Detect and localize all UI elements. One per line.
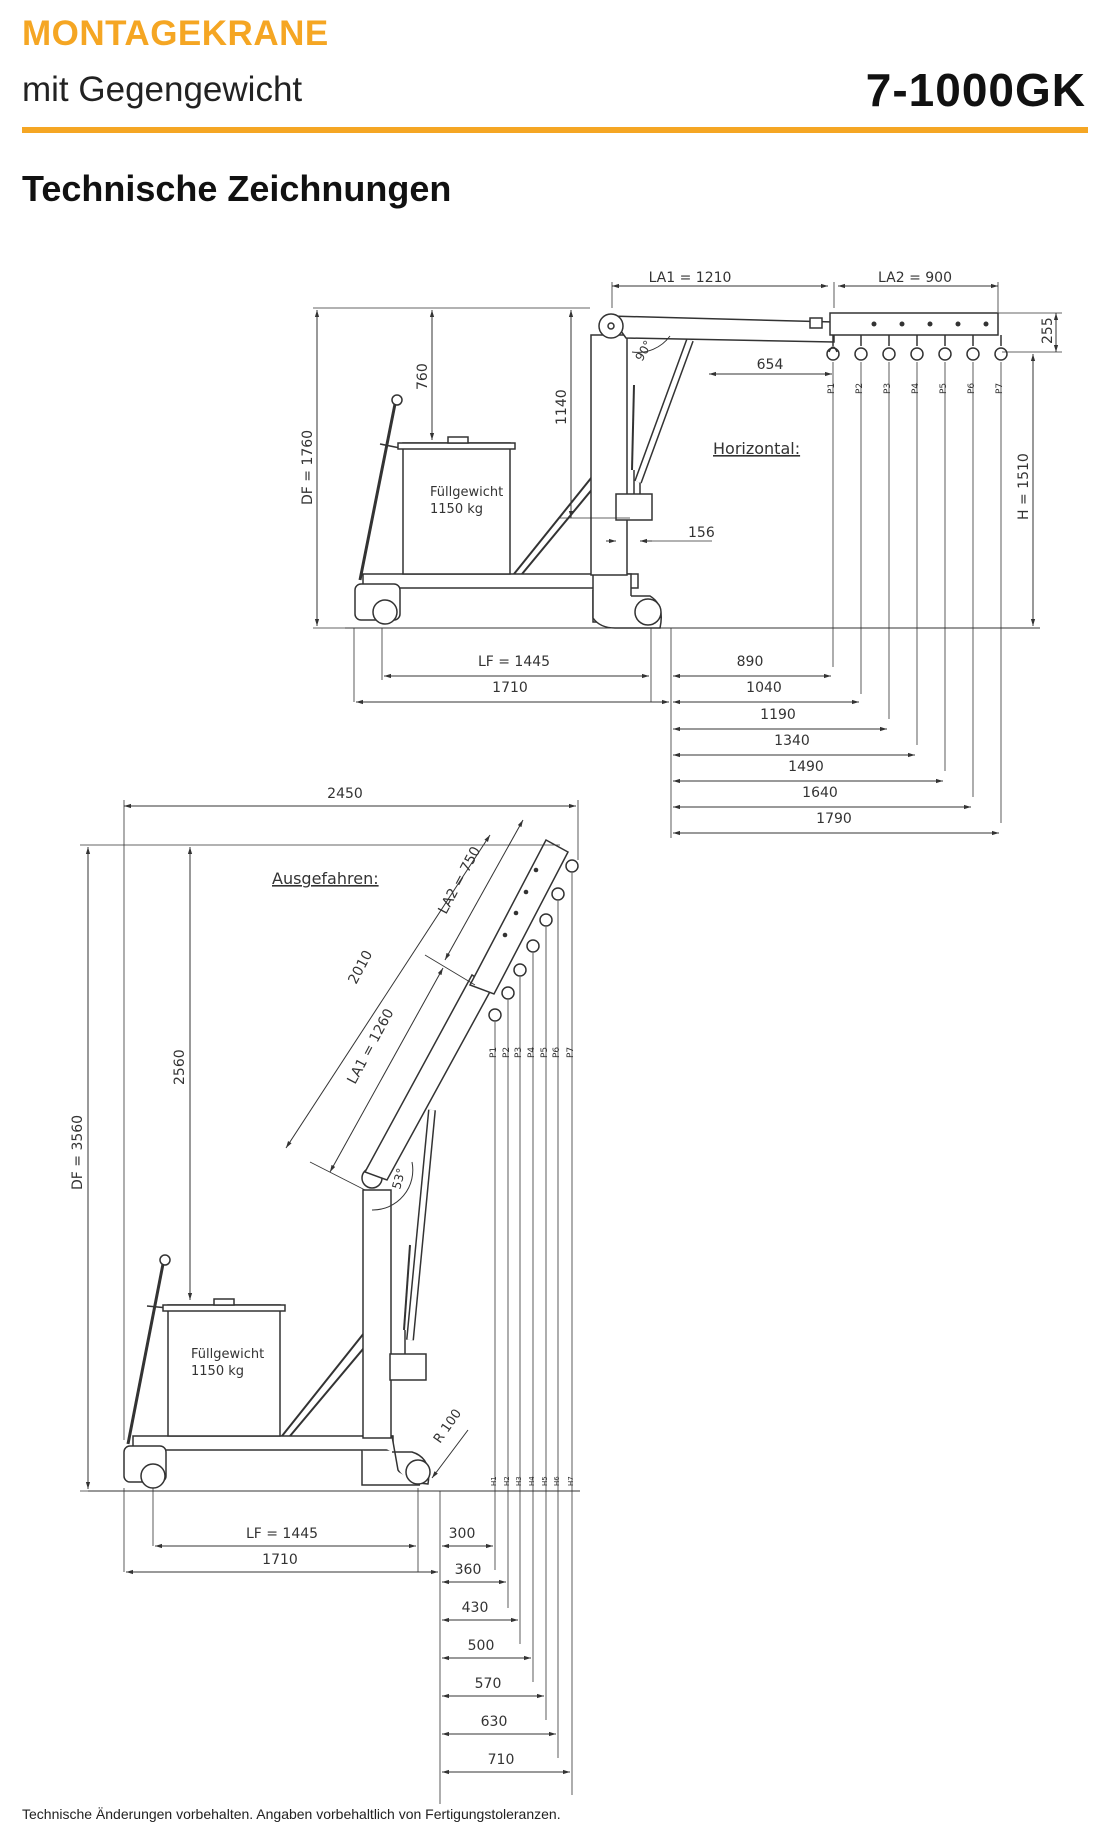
cw-line2: 1150 kg (430, 502, 483, 517)
cw2-line2: 1150 kg (191, 1364, 244, 1379)
reach-ext-7: 710 (488, 1752, 515, 1768)
label-horizontal: Horizontal: (713, 439, 800, 458)
height-h5: H5 (541, 1476, 549, 1486)
point-p6: P6 (967, 383, 977, 394)
drawing-extended (80, 800, 580, 1804)
reach-6: 1640 (802, 785, 838, 801)
reach-ext-1: 300 (449, 1526, 476, 1542)
footer-disclaimer: Technische Änderungen vorbehalten. Angab… (22, 1806, 561, 1822)
dim-255: 255 (1040, 317, 1056, 344)
section-title: Technische Zeichnungen (22, 168, 452, 209)
dim-90: 90° (632, 338, 655, 363)
height-h6: H6 (553, 1476, 561, 1486)
dim-la2: LA2 = 900 (878, 270, 952, 286)
dim-654: 654 (757, 357, 784, 373)
counterweight-label: Füllgewicht 1150 kg (430, 485, 503, 517)
dim-156: 156 (688, 525, 715, 541)
reach-ext-4: 500 (468, 1638, 495, 1654)
point-ext-p7: P7 (566, 1047, 576, 1058)
height-h1: H1 (490, 1476, 498, 1486)
point-p1: P1 (827, 383, 837, 394)
brand-title: MONTAGEKRANE (22, 14, 329, 53)
reach-ext-3: 430 (462, 1600, 489, 1616)
counterweight-label-2: Füllgewicht 1150 kg (191, 1347, 264, 1379)
point-p2: P2 (855, 383, 865, 394)
reach-7: 1790 (816, 811, 852, 827)
cw-line1: Füllgewicht (430, 485, 503, 500)
header-divider (22, 127, 1088, 133)
dim-2010: 2010 (345, 948, 376, 987)
model-number: 7-1000GK (865, 64, 1086, 116)
point-p5: P5 (939, 383, 949, 394)
dim-la2-ext: LA2 = 750 (435, 844, 484, 917)
dim-lf-ext: LF = 1445 (246, 1526, 318, 1542)
reach-ext-2: 360 (455, 1562, 482, 1578)
dim-760: 760 (415, 363, 431, 390)
height-h7: H7 (567, 1476, 575, 1486)
dim-1710: 1710 (492, 680, 528, 696)
height-h2: H2 (503, 1476, 511, 1486)
point-ext-p1: P1 (489, 1047, 499, 1058)
reach-2: 1040 (746, 680, 782, 696)
dim-la1: LA1 = 1210 (649, 270, 732, 286)
dim-2450: 2450 (327, 786, 363, 802)
dim-lf: LF = 1445 (478, 654, 550, 670)
point-p4: P4 (911, 383, 921, 394)
point-ext-p5: P5 (540, 1047, 550, 1058)
point-ext-p3: P3 (514, 1047, 524, 1058)
reach-4: 1340 (774, 733, 810, 749)
point-ext-p2: P2 (502, 1047, 512, 1058)
point-p3: P3 (883, 383, 893, 394)
point-p7: P7 (995, 383, 1005, 394)
reach-ext-6: 630 (481, 1714, 508, 1730)
dim-h: H = 1510 (1016, 453, 1032, 520)
dim-1710-ext: 1710 (262, 1552, 298, 1568)
dim-df-ext: DF = 3560 (70, 1115, 86, 1190)
dim-df: DF = 1760 (300, 430, 316, 505)
point-ext-p4: P4 (527, 1047, 537, 1058)
point-ext-p6: P6 (552, 1047, 562, 1058)
drawing-horizontal (313, 282, 1062, 838)
subtitle: mit Gegengewicht (22, 70, 303, 109)
drawing-horizontal-labels: Horizontal: Füllgewicht 1150 kg LA1 = 121… (300, 270, 1056, 827)
reach-ext-5: 570 (475, 1676, 502, 1692)
height-h4: H4 (528, 1476, 536, 1486)
reach-3: 1190 (760, 707, 796, 723)
reach-5: 1490 (788, 759, 824, 775)
dim-2560: 2560 (172, 1049, 188, 1085)
dim-angle: 53° (389, 1167, 408, 1191)
label-extended: Ausgefahren: (272, 869, 379, 888)
cw2-line1: Füllgewicht (191, 1347, 264, 1362)
dim-1140: 1140 (554, 389, 570, 425)
reach-1: 890 (737, 654, 764, 670)
height-h3: H3 (515, 1476, 523, 1486)
